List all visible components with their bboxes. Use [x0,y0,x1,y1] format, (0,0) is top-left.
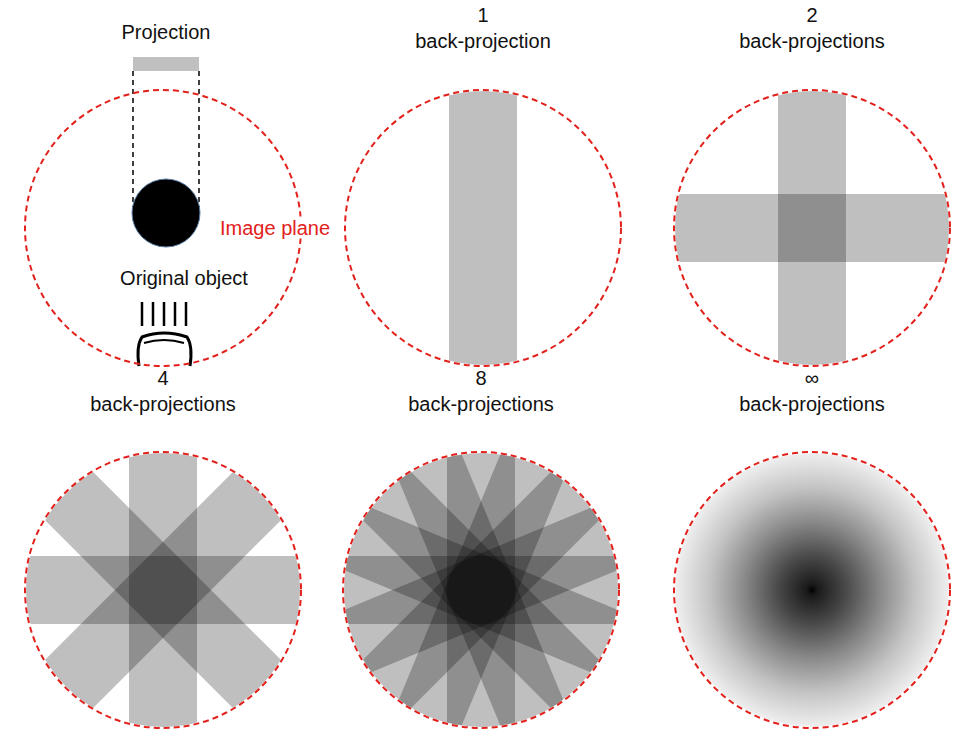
image-plane-panel: 2 back-projections [671,2,953,369]
text-holder: back-projections [408,393,554,416]
panel-heading: back-projections [739,393,885,415]
text-holder: back-projections [90,393,236,416]
image-plane-panel: ProjectionOriginal object [22,2,304,369]
image-plane-panel: 4 back-projections [22,365,304,731]
text-holder: back-projection [415,30,551,53]
back-projection-bands [21,448,305,731]
image-plane-outline [671,2,953,369]
panel-heading: ∞ [805,367,819,389]
object-label: Original object [120,267,248,289]
image-plane-panel: ∞ back-projections [671,365,953,731]
text-holder: 8 [475,367,486,390]
back-projection-band [670,194,953,262]
xray-source [144,340,184,343]
plane-label: Image plane [218,217,332,239]
back-projection-bands [337,446,625,731]
back-projection-bands [449,86,517,370]
image-plane-outline [342,2,624,369]
blurred-reconstruction [675,453,949,727]
image-plane-outline [22,2,304,369]
image-plane-circle [345,90,621,366]
panel-heading: back-projections [90,393,236,415]
text-holder: ∞ [805,367,819,390]
text-holder: 2 [806,4,817,27]
back-projection-bands [675,453,949,727]
text-holder: Projection [122,21,211,44]
panel-heading: back-projection [415,30,551,52]
panel-heading: 1 [477,4,488,26]
text-holder: back-projections [739,30,885,53]
image-plane-circle [674,452,950,728]
xray-beams [142,302,186,326]
panel-heading: 4 [157,367,168,389]
text-holder: 1 [477,4,488,27]
image-plane-outline [671,365,953,731]
image-plane-circle [674,90,950,366]
panel-heading: 2 [806,4,817,26]
projection-bar [133,57,199,71]
image-plane-circle [25,452,301,728]
text-holder: Image plane [218,217,332,240]
image-plane-panel: 8 back-projections [340,365,622,731]
projection-ray [198,71,200,213]
panel-heading: back-projections [408,393,554,415]
back-projection-band [39,466,288,715]
image-plane-circle [343,452,619,728]
panel-heading: back-projections [739,30,885,52]
panel-heading: Projection [122,21,211,43]
text-holder: back-projections [739,393,885,416]
back-projection-band [449,86,517,370]
back-projection-band [395,446,567,731]
image-plane-outline [340,365,622,731]
object-disc [132,179,200,247]
image-plane-panel: 1 back-projection [342,2,624,369]
back-projection-bands [670,86,953,370]
text-holder: 4 [157,367,168,390]
panel-heading: 8 [475,367,486,389]
text-holder: Original object [120,267,248,290]
xray-source [138,333,191,366]
image-plane-outline [22,365,304,731]
